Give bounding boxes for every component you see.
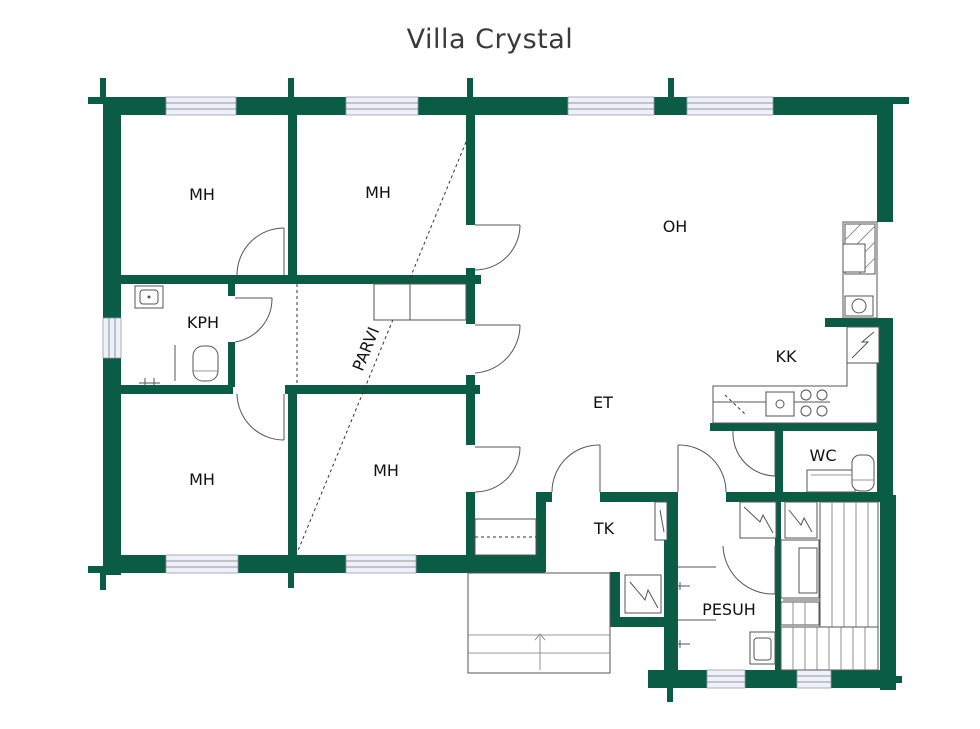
loft-outline — [296, 141, 467, 554]
interior-walls — [121, 115, 880, 670]
room-label-wc: WC — [810, 446, 837, 465]
window — [102, 317, 122, 359]
window — [796, 669, 832, 689]
door — [236, 393, 285, 441]
room-label-mh: MH — [373, 461, 399, 480]
plan-title: Villa Crystal — [406, 24, 574, 55]
door — [474, 324, 521, 374]
door — [234, 297, 273, 343]
kph-fixtures — [134, 285, 219, 385]
door — [474, 446, 521, 493]
room-label-et: ET — [593, 393, 613, 412]
door — [732, 430, 776, 477]
window — [686, 96, 774, 116]
wc-fixtures — [806, 454, 875, 493]
window — [567, 96, 655, 116]
window — [345, 96, 419, 116]
room-label-mh: MH — [189, 470, 215, 489]
windows — [102, 96, 832, 689]
kitchen-fixtures — [712, 221, 880, 424]
pesuh-fixtures — [676, 501, 777, 665]
room-label-kph: KPH — [187, 313, 219, 332]
entrance-steps — [467, 518, 611, 674]
window — [165, 554, 239, 574]
door — [551, 444, 601, 493]
room-label-kk: KK — [776, 347, 797, 366]
window — [165, 96, 237, 116]
window — [706, 669, 746, 689]
door — [722, 545, 776, 595]
room-label-parvi: PARVI — [349, 324, 384, 373]
door — [236, 227, 285, 276]
window — [345, 554, 417, 574]
sauna-fixtures — [780, 501, 879, 671]
door — [474, 224, 521, 271]
door — [677, 444, 727, 493]
room-label-mh: MH — [189, 185, 215, 204]
room-label-oh: OH — [663, 217, 688, 236]
room-label-tk: TK — [593, 519, 615, 538]
tk-fixtures — [624, 501, 668, 614]
room-label-mh: MH — [365, 183, 391, 202]
room-label-pesuh: PESUH — [702, 600, 756, 619]
